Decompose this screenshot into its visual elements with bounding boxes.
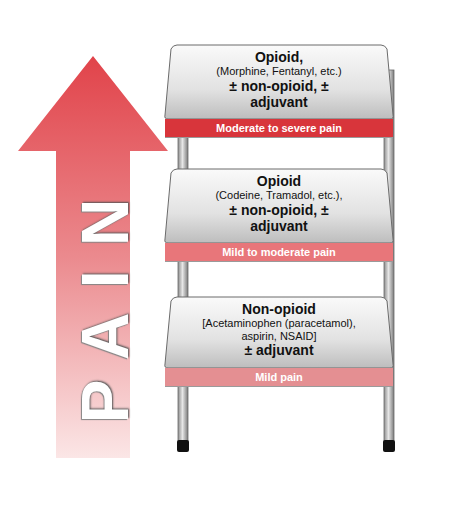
- ladder-step: Non-opioid[Acetaminophen (paracetamol), …: [163, 296, 395, 386]
- pain-level: Mild to moderate pain: [163, 243, 395, 261]
- step-surface: Non-opioid[Acetaminophen (paracetamol), …: [163, 296, 395, 368]
- pain-arrow: PAIN: [18, 56, 168, 458]
- drug-examples: [Acetaminophen (paracetamol), aspirin, N…: [189, 317, 369, 342]
- drug-examples: (Morphine, Fentanyl, etc.): [216, 65, 341, 78]
- ladder-step: Opioid,(Morphine, Fentanyl, etc.)± non-o…: [163, 44, 395, 137]
- drug-class: Non-opioid: [242, 301, 316, 317]
- pain-level-band: Mild pain: [163, 368, 395, 386]
- step-edge: [165, 261, 393, 262]
- step-top: [165, 297, 393, 368]
- drug-addition: ± non-opioid, ± adjuvant: [219, 78, 339, 110]
- step-edge: [165, 386, 393, 387]
- ladder-step: Opioid(Codeine, Tramadol, etc.),± non-op…: [163, 168, 395, 261]
- drug-addition: ± adjuvant: [244, 342, 313, 358]
- drug-addition: ± non-opioid, ± adjuvant: [219, 202, 339, 234]
- step-edge: [165, 137, 393, 138]
- stand-foot: [383, 440, 395, 452]
- step-top: [165, 45, 393, 119]
- drug-examples: (Codeine, Tramadol, etc.),: [215, 189, 342, 202]
- pain-level-band: Mild to moderate pain: [163, 243, 395, 261]
- pain-level: Moderate to severe pain: [163, 119, 395, 137]
- pain-level: Mild pain: [163, 368, 395, 386]
- drug-class: Opioid,: [255, 49, 303, 65]
- pain-level-band: Moderate to severe pain: [163, 119, 395, 137]
- step-top: [165, 169, 393, 243]
- step-surface: Opioid,(Morphine, Fentanyl, etc.)± non-o…: [163, 44, 395, 119]
- arrow-body: [18, 56, 168, 458]
- stand-foot: [177, 440, 189, 452]
- axis-label: PAIN: [72, 174, 138, 423]
- step-surface: Opioid(Codeine, Tramadol, etc.),± non-op…: [163, 168, 395, 243]
- drug-class: Opioid: [257, 173, 301, 189]
